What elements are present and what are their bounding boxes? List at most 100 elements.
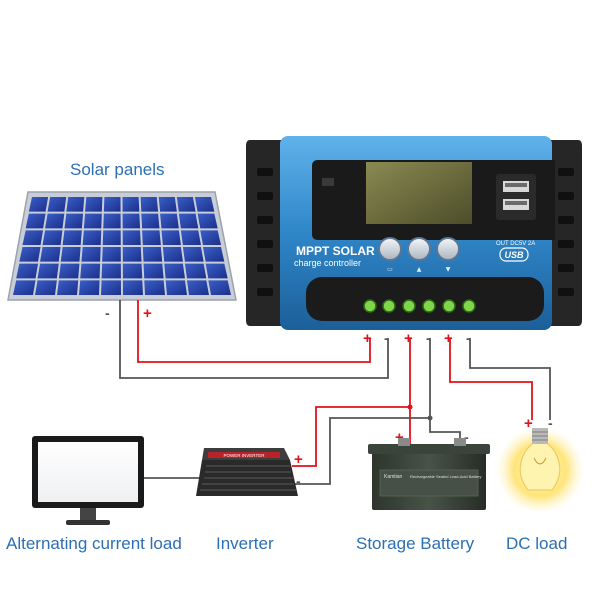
- terminal-screws: [363, 299, 476, 313]
- up-arrow-icon: ▲: [417, 266, 422, 273]
- solar-cell: [103, 213, 121, 229]
- solar-cell: [64, 213, 84, 229]
- solar-cell: [102, 247, 121, 262]
- solar-cell: [35, 280, 57, 295]
- solar-cell: [37, 263, 59, 279]
- solar-cell: [102, 230, 121, 245]
- solar-cell: [208, 280, 231, 295]
- solar-cell: [60, 247, 81, 262]
- solar-cell: [178, 213, 199, 229]
- solar-cell: [143, 263, 164, 279]
- ctrl-bat-plus: +: [404, 330, 413, 347]
- controller-vents-left: [257, 168, 273, 296]
- solar-cell: [180, 230, 201, 245]
- lcd-screen: [366, 162, 472, 224]
- solar-cell: [81, 247, 101, 262]
- solar-cell: [122, 280, 143, 295]
- inverter-plus-mark: +: [294, 451, 303, 468]
- solar-cell: [122, 263, 143, 279]
- dc-load-label: DC load: [506, 534, 568, 553]
- solar-cell: [101, 263, 121, 279]
- monitor-stand: [66, 520, 110, 525]
- solar-cell: [164, 263, 185, 279]
- usb-logo-border: [499, 247, 529, 262]
- battery-terminal-neg: [454, 438, 466, 446]
- menu-button[interactable]: [378, 237, 402, 261]
- battery-minus-mark: -: [464, 429, 469, 445]
- solar-cell: [140, 197, 159, 212]
- solar-cell: [42, 230, 63, 245]
- ctrl-load-plus: +: [444, 330, 453, 347]
- ctrl-pv-plus: +: [363, 330, 372, 347]
- solar-cell: [101, 280, 121, 295]
- inverter-minus-mark: -: [296, 473, 301, 489]
- light-bulb: [496, 426, 584, 514]
- ac-load-label: Alternating current load: [6, 534, 182, 553]
- solar-cell: [57, 280, 79, 295]
- solar-cell: [144, 280, 165, 295]
- inverter-plate-text: POWER INVERTER: [224, 453, 266, 458]
- menu-icon: ▭: [387, 266, 393, 273]
- usb-logo: USB: [504, 250, 524, 260]
- dc-plus-mark: +: [524, 415, 533, 432]
- usb-ports: [496, 174, 536, 220]
- controller-subtitle: charge controller: [294, 258, 361, 268]
- solar-cell: [205, 263, 228, 279]
- inverter-negative-wire: [292, 417, 430, 485]
- usb-spec: OUT DC5V 2A: [496, 241, 535, 247]
- inverter-positive-wire: [292, 406, 410, 467]
- solar-cell: [25, 213, 46, 229]
- panel-minus-mark: -: [105, 305, 110, 321]
- battery-positive-wire: [404, 338, 411, 446]
- solar-cell: [22, 230, 44, 245]
- solar-cell: [122, 197, 140, 212]
- solar-cell: [82, 230, 102, 245]
- storage-battery-device: Kamtian Rechargeable Sealed Lead-Acid Ba…: [368, 438, 490, 510]
- solar-positive-wire: [137, 300, 371, 363]
- battery-brand: Kamtian: [384, 474, 403, 480]
- solar-cell: [62, 230, 82, 245]
- solar-cell: [160, 213, 179, 229]
- solar-cell: [141, 213, 160, 229]
- solar-cell: [162, 247, 183, 262]
- storage-battery-label: Storage Battery: [356, 534, 475, 553]
- solar-cell: [184, 263, 207, 279]
- solar-cell: [142, 230, 161, 245]
- solar-cells: [13, 197, 231, 295]
- dc-minus-mark: -: [548, 415, 553, 431]
- solar-cell: [197, 213, 218, 229]
- solar-panels-label: Solar panels: [70, 160, 165, 179]
- solar-cell: [13, 280, 36, 295]
- solar-cell: [47, 197, 67, 212]
- solar-cell: [103, 197, 121, 212]
- battery-plus-mark: +: [395, 429, 404, 446]
- charge-controller: ▭ ▲ ▼ MPPT SOLAR charge controller OUT D…: [246, 136, 582, 330]
- solar-cell: [45, 213, 65, 229]
- solar-cell: [176, 197, 196, 212]
- up-button[interactable]: [407, 237, 431, 261]
- solar-cell: [122, 213, 141, 229]
- ctrl-bat-minus: -: [426, 330, 431, 346]
- down-button[interactable]: [436, 237, 460, 261]
- polarity-marks: - + + - + - + - + - + - + -: [105, 305, 553, 489]
- solar-cell: [80, 263, 101, 279]
- solar-panel: [7, 191, 237, 301]
- inverter-plate: [208, 452, 280, 458]
- dc-negative-wire: [469, 338, 551, 420]
- solar-cell: [122, 230, 141, 245]
- solar-cell: [200, 230, 221, 245]
- controller-buttons: ▭ ▲ ▼: [378, 237, 460, 273]
- solar-cell: [142, 247, 163, 262]
- solar-cell: [40, 247, 61, 262]
- inverter-device: POWER INVERTER: [196, 448, 298, 496]
- ctrl-load-minus: -: [466, 330, 471, 346]
- controller-vents-right: [558, 168, 574, 296]
- solar-cell: [202, 247, 225, 262]
- solar-cell: [194, 197, 215, 212]
- solar-cell: [161, 230, 181, 245]
- panel-plus-mark: +: [143, 305, 152, 322]
- solar-cell: [19, 247, 41, 262]
- solar-cell: [79, 280, 100, 295]
- dc-positive-wire: [449, 338, 533, 420]
